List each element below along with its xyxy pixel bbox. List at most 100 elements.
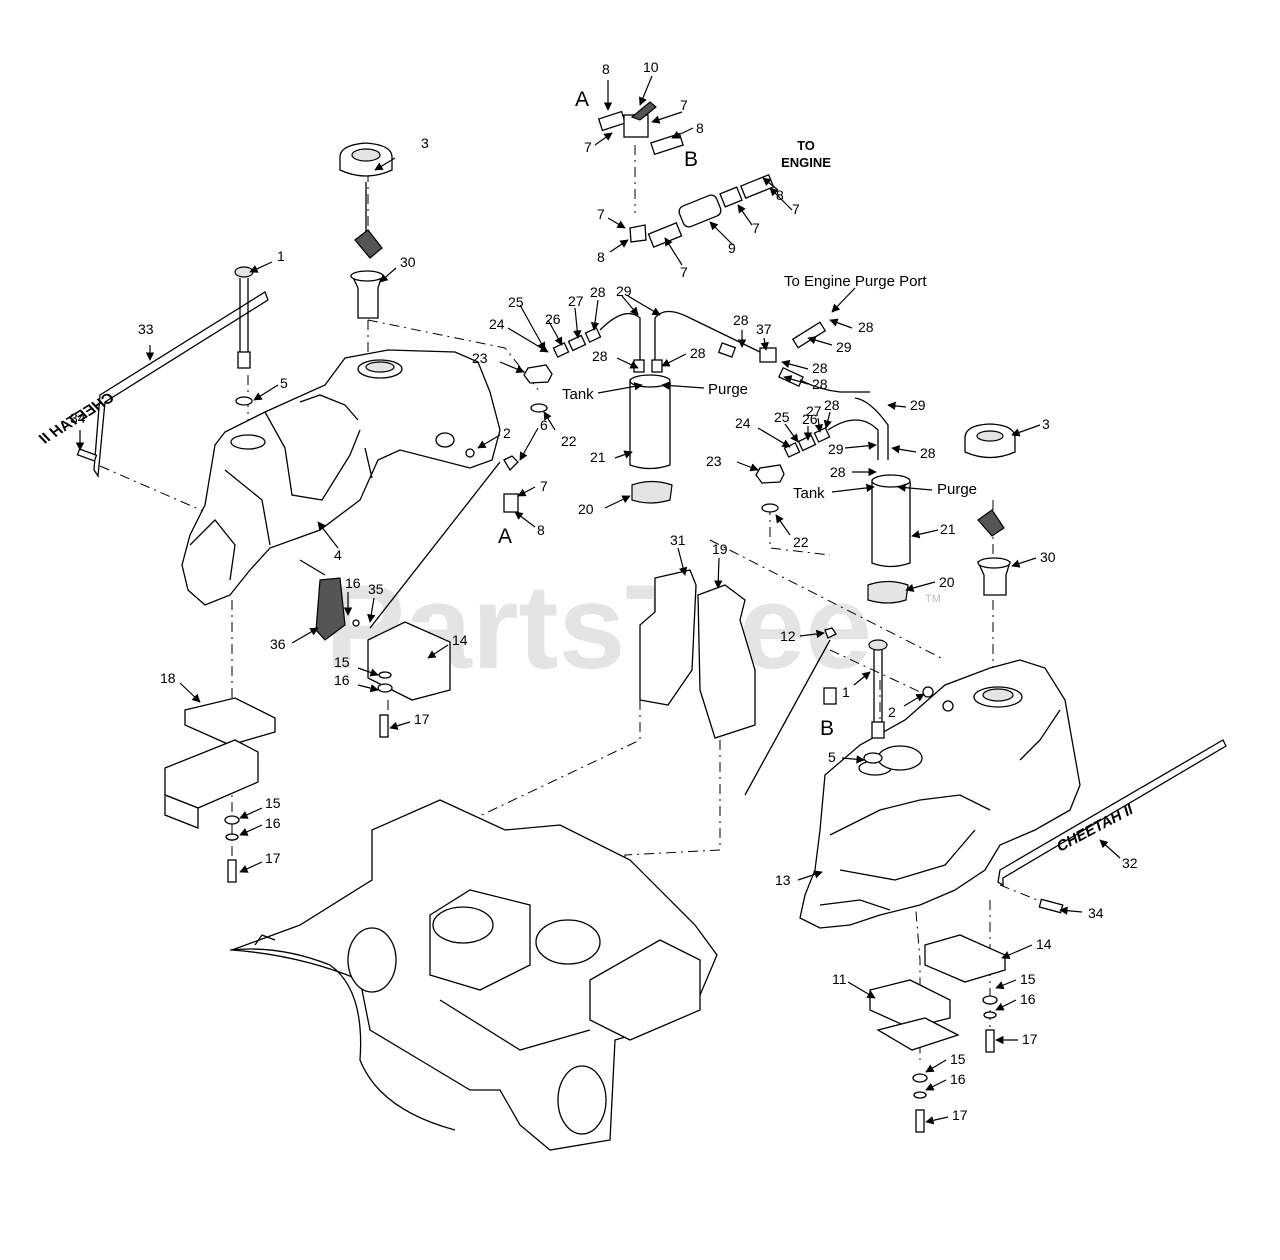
callout-27: 27 bbox=[568, 293, 584, 309]
label-b-top: B bbox=[684, 148, 698, 171]
callout-11: 11 bbox=[832, 971, 847, 987]
callout-28: 28 bbox=[830, 464, 846, 480]
callout-13: 13 bbox=[775, 872, 791, 888]
callout-28: 28 bbox=[812, 376, 828, 392]
callout-20: 20 bbox=[939, 574, 955, 590]
callout-16: 16 bbox=[950, 1071, 966, 1087]
callout-26: 26 bbox=[802, 411, 818, 427]
callout-34: 34 bbox=[70, 410, 86, 426]
callout-7: 7 bbox=[752, 220, 760, 236]
callout-25: 25 bbox=[508, 294, 524, 310]
callout-14: 14 bbox=[1036, 936, 1052, 952]
mower-frame bbox=[229, 799, 718, 1151]
callout-28: 28 bbox=[592, 348, 608, 364]
label-purge-right: Purge bbox=[937, 481, 977, 498]
callout-15: 15 bbox=[950, 1051, 966, 1067]
label-a-top: A bbox=[575, 88, 589, 111]
callout-28: 28 bbox=[812, 360, 828, 376]
callout-28: 28 bbox=[690, 345, 706, 361]
callout-7: 7 bbox=[597, 206, 605, 222]
callout-19: 19 bbox=[712, 541, 728, 557]
right-fuel-tank bbox=[799, 659, 1081, 929]
callout-10: 10 bbox=[643, 59, 659, 75]
callout-16: 16 bbox=[345, 575, 361, 591]
label-tank-right: Tank bbox=[793, 485, 825, 502]
callout-1: 1 bbox=[277, 248, 285, 264]
right-fuel-gauge bbox=[863, 639, 888, 764]
callout-23: 23 bbox=[706, 453, 722, 469]
left-tank-bushing bbox=[350, 270, 384, 319]
label-a-bottom: A bbox=[498, 525, 512, 548]
callout-21: 21 bbox=[590, 449, 606, 465]
callout-5: 5 bbox=[828, 749, 836, 765]
callout-29: 29 bbox=[910, 397, 926, 413]
callout-25: 25 bbox=[774, 409, 790, 425]
label-b-bottom: B bbox=[820, 717, 834, 740]
callout-5: 5 bbox=[280, 375, 288, 391]
left-fuel-cap bbox=[339, 142, 393, 259]
callout-4: 4 bbox=[334, 547, 342, 563]
callout-7: 7 bbox=[540, 478, 548, 494]
callout-28: 28 bbox=[733, 312, 749, 328]
callout-7: 7 bbox=[680, 97, 688, 113]
callout-22: 22 bbox=[561, 433, 577, 449]
callout-17: 17 bbox=[414, 711, 430, 727]
callout-9: 9 bbox=[728, 240, 736, 256]
leader-lines bbox=[75, 75, 1121, 1125]
callout-17: 17 bbox=[1022, 1031, 1038, 1047]
callout-8: 8 bbox=[696, 120, 704, 136]
callout-8: 8 bbox=[537, 522, 545, 538]
callout-8: 8 bbox=[776, 187, 784, 203]
callout-17: 17 bbox=[265, 850, 281, 866]
callout-3: 3 bbox=[421, 135, 429, 151]
callout-1: 1 bbox=[842, 684, 850, 700]
left-bracket-14 bbox=[367, 621, 451, 701]
callout-24: 24 bbox=[735, 415, 751, 431]
callout-23: 23 bbox=[472, 350, 488, 366]
callout-29: 29 bbox=[836, 339, 852, 355]
left-fuel-gauge bbox=[234, 266, 254, 406]
callout-15: 15 bbox=[334, 654, 350, 670]
callout-24: 24 bbox=[489, 316, 505, 332]
callout-34: 34 bbox=[1088, 905, 1104, 921]
callout-16: 16 bbox=[334, 672, 350, 688]
callout-3: 3 bbox=[1042, 416, 1050, 432]
support-bracket-31 bbox=[639, 569, 697, 706]
right-bracket-14 bbox=[924, 934, 1006, 983]
callout-16: 16 bbox=[1020, 991, 1036, 1007]
callout-15: 15 bbox=[1020, 971, 1036, 987]
callout-2: 2 bbox=[888, 704, 896, 720]
trademark-mark: TM bbox=[925, 593, 941, 605]
callout-21: 21 bbox=[940, 521, 956, 537]
callout-6: 6 bbox=[540, 417, 548, 433]
callout-14: 14 bbox=[452, 632, 468, 648]
callout-29: 29 bbox=[616, 283, 632, 299]
callout-30: 30 bbox=[1040, 549, 1056, 565]
callout-28: 28 bbox=[590, 284, 606, 300]
callout-29: 29 bbox=[828, 441, 844, 457]
misc-hardware bbox=[76, 448, 1064, 1133]
callout-8: 8 bbox=[602, 61, 610, 77]
support-bracket-19 bbox=[697, 584, 756, 739]
callout-7: 7 bbox=[584, 139, 592, 155]
callout-8: 8 bbox=[597, 249, 605, 265]
label-tank-left: Tank bbox=[562, 386, 594, 403]
callout-27: 27 bbox=[806, 403, 822, 419]
callout-22: 22 bbox=[793, 534, 809, 550]
callout-7: 7 bbox=[792, 201, 800, 217]
callout-7: 7 bbox=[680, 264, 688, 280]
callout-30: 30 bbox=[400, 254, 416, 270]
callout-18: 18 bbox=[160, 670, 176, 686]
fuel-shutoff-valve bbox=[597, 101, 684, 156]
fuel-filter-assembly bbox=[629, 173, 775, 248]
callout-32: 32 bbox=[1122, 855, 1138, 871]
callout-15: 15 bbox=[265, 795, 281, 811]
callout-28: 28 bbox=[920, 445, 936, 461]
label-purge-left: Purge bbox=[708, 381, 748, 398]
left-fuel-tank bbox=[181, 349, 501, 606]
callout-28: 28 bbox=[858, 319, 874, 335]
callout-2: 2 bbox=[503, 425, 511, 441]
